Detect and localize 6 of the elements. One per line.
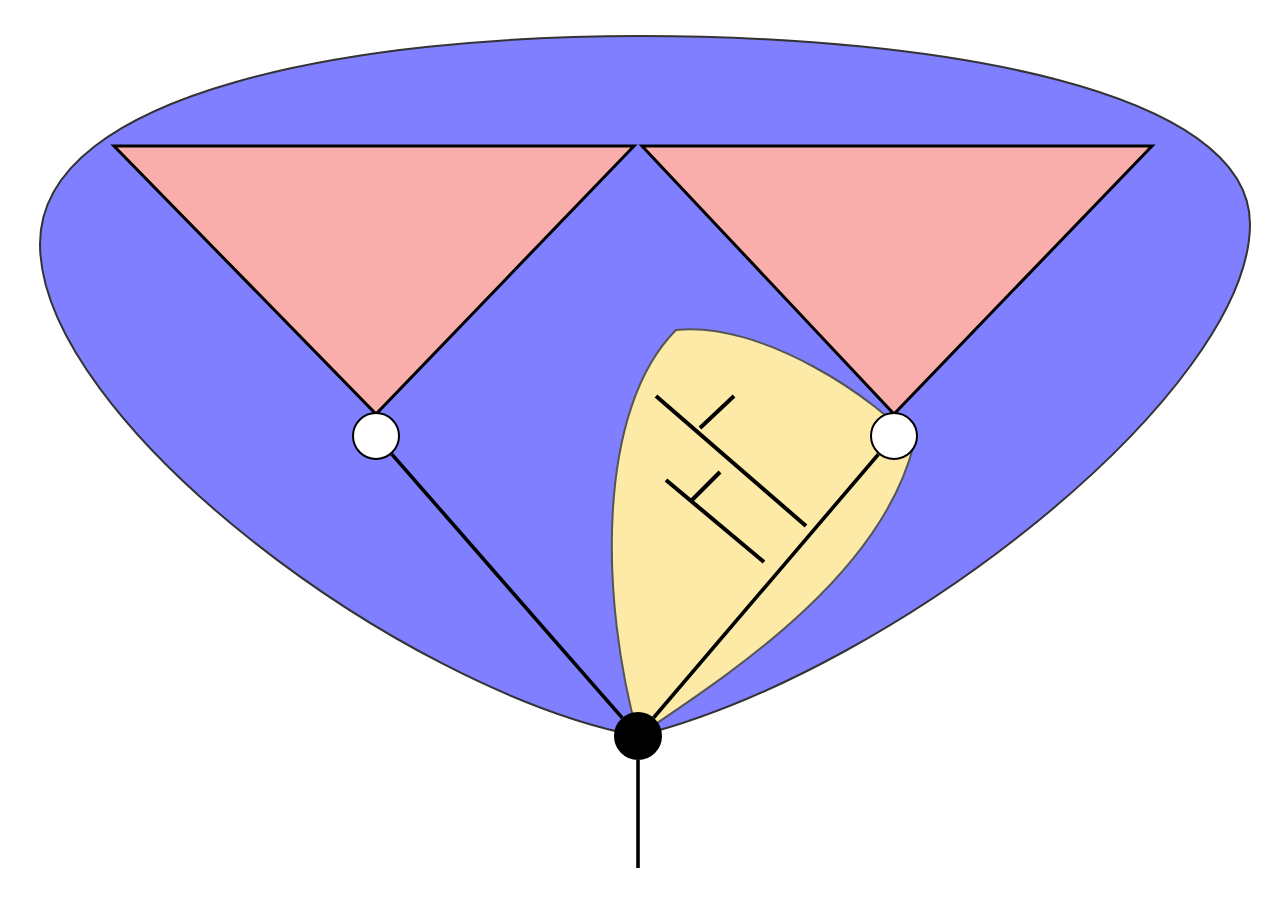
root-dot	[614, 712, 662, 760]
clade-triangle	[114, 146, 634, 414]
branch-line	[390, 452, 624, 720]
branch-line	[636, 760, 640, 868]
clade-triangle	[642, 146, 1152, 414]
branch-line	[652, 453, 880, 719]
